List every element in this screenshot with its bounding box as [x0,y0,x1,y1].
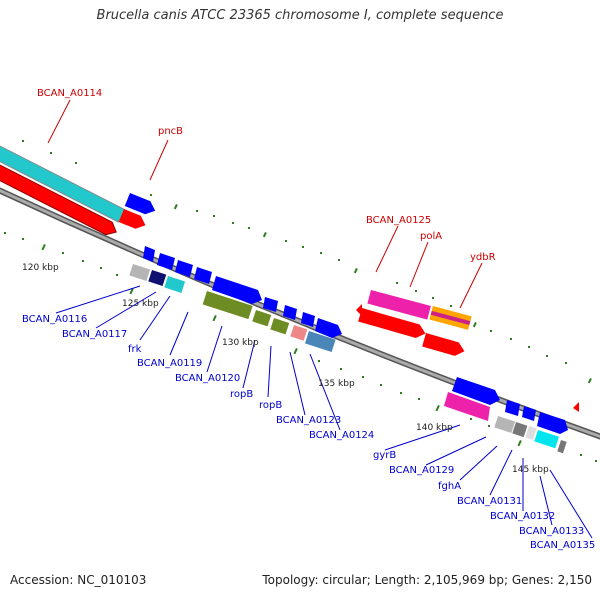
gene-ropb-1[interactable] [252,309,272,327]
accession-text: Accession: NC_010103 [10,573,147,587]
label-bcan-a0129: BCAN_A0129 [389,465,454,476]
gene-frk[interactable] [164,276,186,293]
label-bcan-a0120: BCAN_A0120 [175,373,240,384]
arrow-marker-right [573,402,579,412]
gene-bcan-a0133[interactable] [534,429,559,449]
gene-lower-blue-7[interactable] [283,305,297,320]
label-ropb-1: ropB [230,389,253,400]
leader-lines-upper [47,99,483,309]
upper-gene-labels: BCAN_A0114 pncB BCAN_A0125 polA ydbR [37,88,496,263]
gene-ropb-2[interactable] [270,317,290,335]
lower-genes [129,246,568,454]
gene-bcan-a0135[interactable] [557,440,567,454]
upper-genes [0,140,579,412]
gene-red-upper-3[interactable] [358,308,427,340]
label-ropb-2: ropB [259,400,282,411]
label-bcan-a0114: BCAN_A0114 [37,88,102,99]
kbp-label-120: 120 kbp [22,263,59,273]
kbp-labels: 120 kbp 125 kbp 130 kbp 135 kbp 140 kbp … [22,263,549,475]
gene-bcan-a0117[interactable] [148,270,167,287]
gene-pncb[interactable] [124,193,158,217]
gene-lower-blue-4[interactable] [194,267,212,284]
gene-red-upper-4[interactable] [422,333,466,358]
gene-lower-blue-9[interactable] [315,318,342,338]
kbp-label-125: 125 kbp [122,299,159,309]
topology-summary: Topology: circular; Length: 2,105,969 bp… [262,573,592,587]
label-fgha: fghA [438,481,461,492]
label-bcan-a0133: BCAN_A0133 [519,526,584,537]
label-bcan-a0123: BCAN_A0123 [276,415,341,426]
label-bcan-a0119: BCAN_A0119 [137,358,202,369]
kbp-label-130: 130 kbp [222,338,259,348]
gene-bcan-a0124[interactable] [304,331,336,353]
leader-lines-lower [55,285,593,539]
label-bcan-a0124: BCAN_A0124 [309,430,374,441]
gene-bcan-a0116[interactable] [129,263,151,281]
label-frk: frk [128,344,142,355]
gene-red-upper-2[interactable] [118,209,148,232]
backbone [0,187,600,440]
label-bcan-a0117: BCAN_A0117 [62,329,127,340]
gene-lower-blue-1[interactable] [143,246,155,262]
gene-lower-blue-6[interactable] [263,297,278,312]
gene-lower-blue-3[interactable] [175,260,193,277]
label-bcan-a0116: BCAN_A0116 [22,314,87,325]
kbp-label-145: 145 kbp [512,465,549,475]
gene-lower-blue-12[interactable] [522,406,536,421]
lower-gene-labels: BCAN_A0116 BCAN_A0117 frk BCAN_A0119 BCA… [22,314,595,551]
gene-lower-blue-5[interactable] [212,276,262,304]
label-bcan-a0125: BCAN_A0125 [366,215,431,226]
gene-lower-blue-10[interactable] [452,377,500,405]
kbp-label-140: 140 kbp [416,423,453,433]
label-bcan-a0132: BCAN_A0132 [490,511,555,522]
gene-gyrb[interactable] [444,392,490,421]
gene-red-upper-1[interactable] [0,159,119,238]
label-bcan-a0131: BCAN_A0131 [457,496,522,507]
gene-lower-blue-11[interactable] [505,400,520,416]
label-gyrb: gyrB [373,450,396,461]
gene-bcan-a0131[interactable] [525,426,537,440]
gene-lower-blue-13[interactable] [537,412,568,434]
gene-fghA[interactable] [512,421,528,438]
label-pola: polA [420,231,442,242]
label-ydbr: ydbR [470,252,496,263]
gene-bcan-a0120[interactable] [202,291,253,320]
map-title: Brucella canis ATCC 23365 chromosome I, … [96,8,504,23]
gene-lower-blue-8[interactable] [301,312,315,327]
gene-bcan-a0129[interactable] [494,416,516,433]
label-bcan-a0135: BCAN_A0135 [530,540,595,551]
gene-bcan-a0123[interactable] [290,325,308,341]
kbp-label-135: 135 kbp [318,379,355,389]
tick-marks [4,140,597,462]
gene-lower-blue-2[interactable] [157,253,175,270]
arrow-marker-left [356,304,362,316]
gene-bcan-a0125[interactable] [367,290,431,320]
gene-pola[interactable] [429,306,472,330]
label-pncb: pncB [158,126,183,137]
